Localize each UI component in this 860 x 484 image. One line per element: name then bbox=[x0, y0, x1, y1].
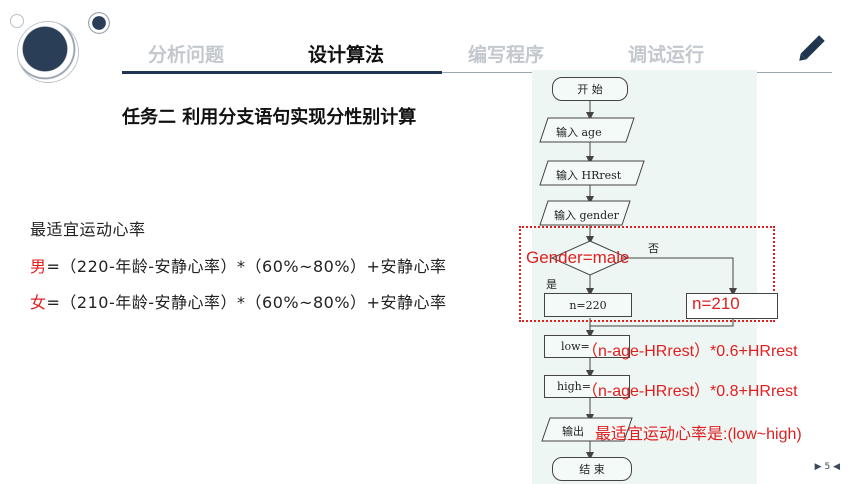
female-label: 女 bbox=[30, 293, 47, 312]
female-formula-line: 女=（210-年龄-安静心率）*（60%~80%）+安静心率 bbox=[30, 289, 446, 313]
next-arrow-icon[interactable]: ◀ bbox=[833, 462, 840, 472]
page-nav: ▶ 5 ◀ bbox=[815, 462, 840, 472]
flow-no-branch-box bbox=[686, 293, 778, 319]
tab-analyze[interactable]: 分析问题 bbox=[148, 44, 225, 66]
flow-start: 开 始 bbox=[552, 77, 628, 101]
flow-yes-label: 是 bbox=[546, 278, 557, 291]
flow-high-box: high= bbox=[544, 375, 630, 398]
flow-low-formula: （n-age-HRrest）*0.6+HRrest bbox=[582, 343, 798, 360]
flow-no-label: 否 bbox=[648, 242, 659, 255]
branch-highlight-box bbox=[519, 226, 775, 322]
flow-end: 结 束 bbox=[552, 457, 632, 481]
flow-low-box: low= bbox=[544, 335, 630, 358]
content-heading: 最适宜运动心率 bbox=[30, 220, 146, 239]
prev-arrow-icon[interactable]: ▶ bbox=[814, 462, 822, 472]
flow-input-hrrest: 输入 HRrest bbox=[556, 169, 622, 182]
page-number: 5 bbox=[824, 462, 831, 472]
flow-condition: Gender=male bbox=[526, 248, 630, 267]
flow-input-age: 输入 age bbox=[556, 126, 602, 139]
flow-no-branch: n=210 bbox=[692, 294, 740, 313]
female-formula: =（210-年龄-安静心率）*（60%~80%）+安静心率 bbox=[46, 293, 447, 312]
male-formula-line: 男=（220-年龄-安静心率）*（60%~80%）+安静心率 bbox=[30, 253, 446, 277]
task-title: 任务二 利用分支语句实现分性别计算 bbox=[122, 107, 417, 128]
flow-output-text: 最适宜运动心率是:(low~high) bbox=[595, 426, 802, 443]
flow-high-formula: （n-age-HRrest）*0.8+HRrest bbox=[582, 383, 798, 400]
flow-output-prefix: 输出 bbox=[562, 425, 584, 438]
logo bbox=[18, 22, 78, 82]
logo-decoration bbox=[88, 12, 110, 34]
tab-debug[interactable]: 调试运行 bbox=[628, 44, 705, 66]
logo-decoration-small bbox=[10, 14, 24, 28]
male-formula: =（220-年龄-安静心率）*（60%~80%）+安静心率 bbox=[46, 257, 447, 276]
flow-yes-branch: n=220 bbox=[544, 293, 632, 317]
male-label: 男 bbox=[30, 257, 47, 276]
tab-design[interactable]: 设计算法 bbox=[308, 44, 385, 66]
pencil-icon bbox=[794, 30, 830, 70]
tab-write[interactable]: 编写程序 bbox=[468, 44, 545, 66]
flow-input-gender: 输入 gender bbox=[554, 209, 619, 222]
active-tab-underline bbox=[122, 71, 442, 74]
